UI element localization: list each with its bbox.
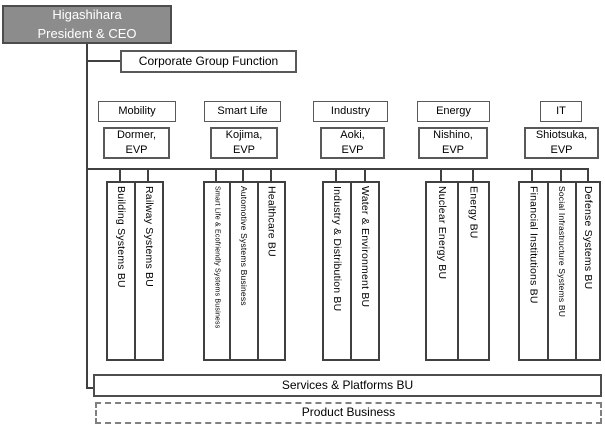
bu-column-healthcare: Healthcare BU (257, 181, 286, 361)
sector-label-industry: Industry (313, 101, 388, 122)
bu-column-financial-institutions: Financial Institutions BU (518, 181, 549, 361)
sector-label-it: IT (540, 101, 582, 122)
connector-tick (364, 168, 366, 182)
bu-column-label: Industry & Distribution BU (331, 186, 343, 312)
bu-column-label: Railway Systems BU (143, 186, 155, 288)
evp-title: EVP (341, 144, 364, 156)
connector-tick (270, 168, 272, 182)
connector-tick (531, 168, 533, 182)
connector-tick (215, 168, 217, 182)
bu-column-nuclear-energy: Nuclear Energy BU (425, 181, 459, 361)
bu-column-label: Water & Environment BU (359, 186, 371, 308)
evp-title: EVP (232, 144, 255, 156)
evp-title: EVP (550, 144, 573, 156)
evp-name: Kojima, (225, 129, 263, 142)
connector-tick (472, 168, 474, 182)
evp-box-dormer: Dormer, EVP (103, 127, 170, 159)
ceo-name: Higashihara (52, 7, 122, 23)
evp-box-nishino: Nishino, EVP (418, 127, 488, 159)
bu-column-water-environment: Water & Environment BU (350, 181, 380, 361)
sector-label-text: Mobility (118, 105, 156, 118)
connector-tick (560, 168, 562, 182)
bu-column-label: Energy BU (467, 186, 480, 239)
ceo-title: President & CEO (37, 25, 137, 41)
services-platforms-bu-label: Services & Platforms BU (281, 377, 414, 392)
evp-box-shiotsuka: Shiotsuka, EVP (524, 127, 599, 159)
sector-label-smart-life: Smart Life (204, 101, 281, 122)
connector-tick (587, 168, 589, 182)
bu-column-label: Automotive Systems Business (239, 186, 249, 306)
bu-column-label: Smart Life & Ecofriendly Systems Busines… (213, 186, 221, 329)
corporate-group-function-label: Corporate Group Function (138, 53, 279, 68)
sector-label-text: IT (556, 105, 566, 118)
bu-column-building-systems: Building Systems BU (106, 181, 136, 361)
bu-column-label: Defense Systems BU (582, 186, 594, 290)
services-platforms-bu-box: Services & Platforms BU (93, 374, 602, 397)
evp-title: EVP (441, 144, 464, 156)
sector-label-text: Energy (436, 105, 471, 118)
bu-column-label: Financial Institutions BU (527, 186, 540, 304)
evp-name: Shiotsuka, (535, 129, 588, 142)
connector-tick (440, 168, 442, 182)
bu-column-smart-life-ecofriendly: Smart Life & Ecofriendly Systems Busines… (203, 181, 231, 361)
bu-column-label: Nuclear Energy BU (436, 186, 448, 280)
product-business-box: Product Business (95, 402, 602, 424)
bu-column-industry-distribution: Industry & Distribution BU (322, 181, 352, 361)
sector-label-text: Industry (330, 105, 371, 118)
connector-bu-bus-line (86, 168, 589, 170)
evp-title: EVP (125, 144, 148, 156)
bu-column-label: Building Systems BU (115, 186, 127, 288)
product-business-label: Product Business (301, 405, 396, 420)
evp-name: Nishino, (433, 129, 473, 142)
connector-services-elbow-line (86, 387, 95, 389)
bu-column-defense-systems: Defense Systems BU (575, 181, 601, 361)
evp-box-kojima: Kojima, EVP (210, 127, 278, 159)
bu-column-label: Social Infrastructure Systems BU (557, 186, 567, 318)
evp-box-aoki: Aoki, EVP (320, 127, 385, 159)
evp-name: Aoki, (340, 129, 365, 142)
bu-column-label: Healthcare BU (265, 186, 278, 257)
sector-label-energy: Energy (417, 101, 490, 122)
connector-tick (119, 168, 121, 182)
connector-tick (242, 168, 244, 182)
connector-tick (147, 168, 149, 182)
bu-column-railway-systems: Railway Systems BU (134, 181, 164, 361)
bu-column-social-infrastructure: Social Infrastructure Systems BU (547, 181, 577, 361)
sector-label-mobility: Mobility (98, 101, 176, 122)
bu-column-energy: Energy BU (457, 181, 490, 361)
connector-trunk-line (86, 44, 88, 389)
bu-column-automotive-systems: Automotive Systems Business (229, 181, 259, 361)
evp-name: Dormer, (116, 129, 157, 142)
connector-tick (335, 168, 337, 182)
connector-corporate-branch-line (87, 60, 120, 62)
ceo-box: Higashihara President & CEO (2, 5, 172, 44)
corporate-group-function-box: Corporate Group Function (120, 50, 297, 73)
sector-label-text: Smart Life (217, 105, 268, 118)
